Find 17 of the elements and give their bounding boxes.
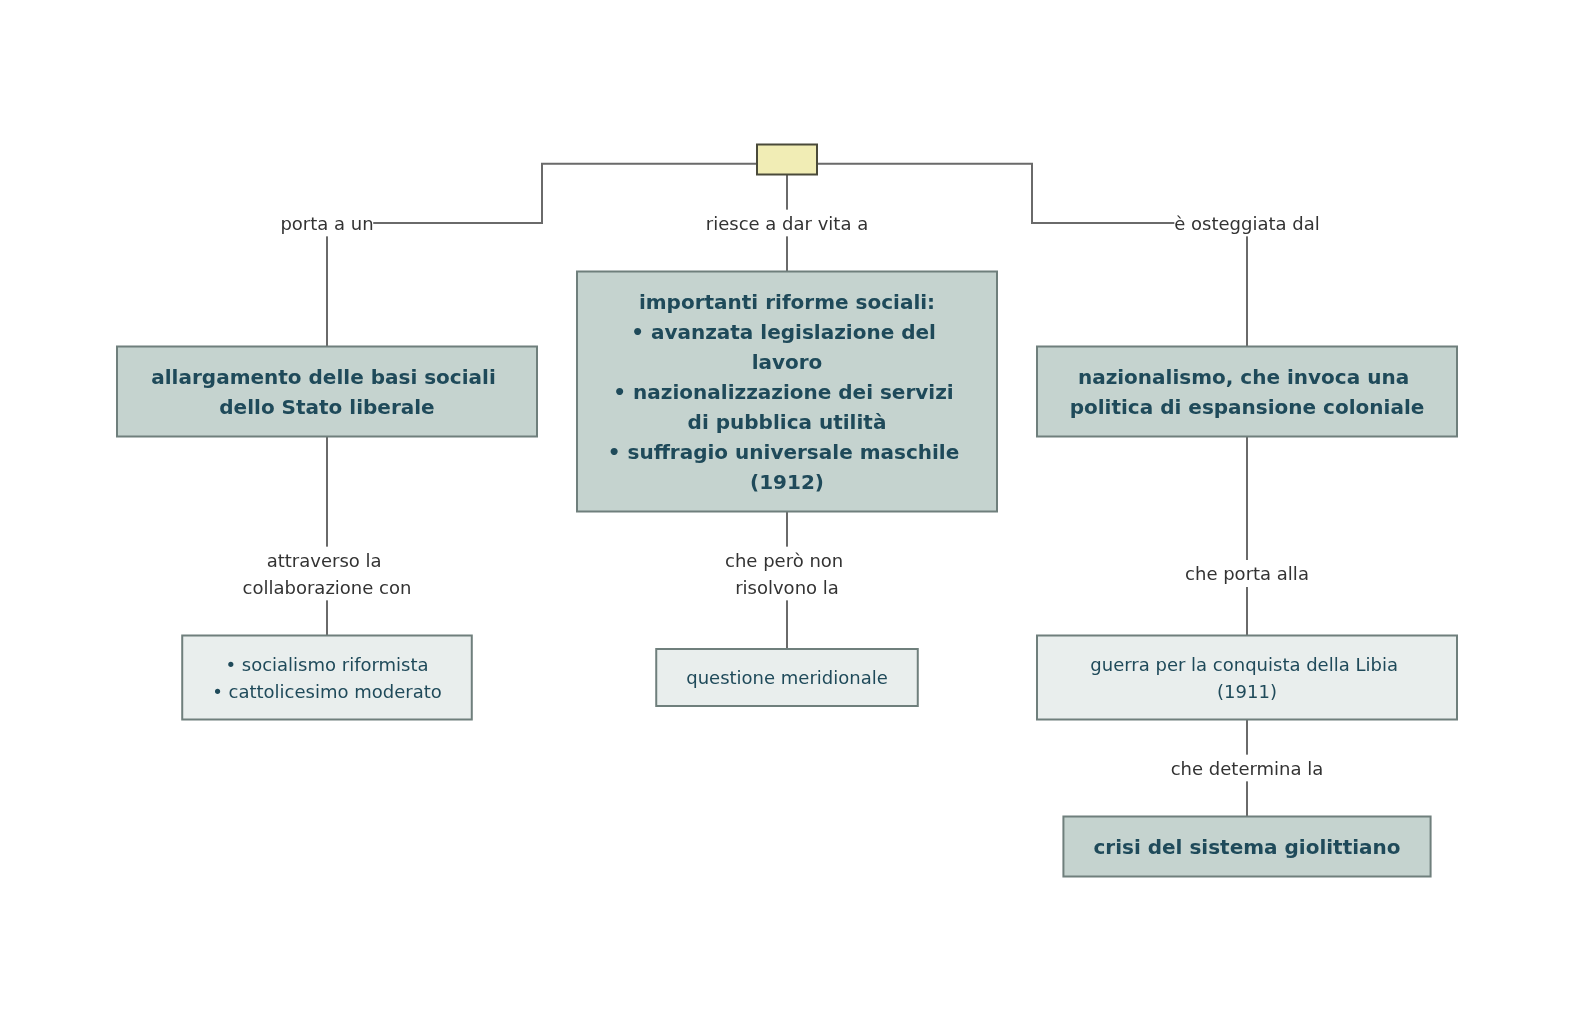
edge-label: che però non risolvono la	[725, 549, 844, 598]
edge-label: che porta alla	[1185, 563, 1309, 584]
connector	[326, 162, 758, 348]
node-box: allargamento delle basi sociali dello Stato liberale	[116, 345, 538, 438]
node-box: • socialismo riformista • cattolicesimo moderato	[181, 634, 473, 721]
node-box: nazionalismo, che invoca una politica di espansione coloniale	[1036, 345, 1458, 438]
node-box	[756, 143, 818, 176]
node-box: questione meridionale	[655, 648, 919, 707]
edge-label: che determina la	[1170, 757, 1324, 779]
node-box: importanti riforme sociali: • avanzata legislazione del lavoro • nazionalizzazione dei servizi di pubblica utilità • suffragio universale maschile (1912)	[576, 270, 998, 513]
node-box: guerra per la conquista della Libia (1911)	[1036, 634, 1458, 721]
edge-label: è osteggiata dal	[1174, 212, 1320, 234]
edge-label: riesce a dar vita a	[705, 212, 869, 234]
node-box: crisi del sistema giolittiano	[1062, 815, 1432, 878]
edge-label: porta a un	[280, 212, 374, 234]
connector	[1246, 435, 1248, 637]
edge-label: attraverso la collaborazione con	[242, 549, 412, 598]
